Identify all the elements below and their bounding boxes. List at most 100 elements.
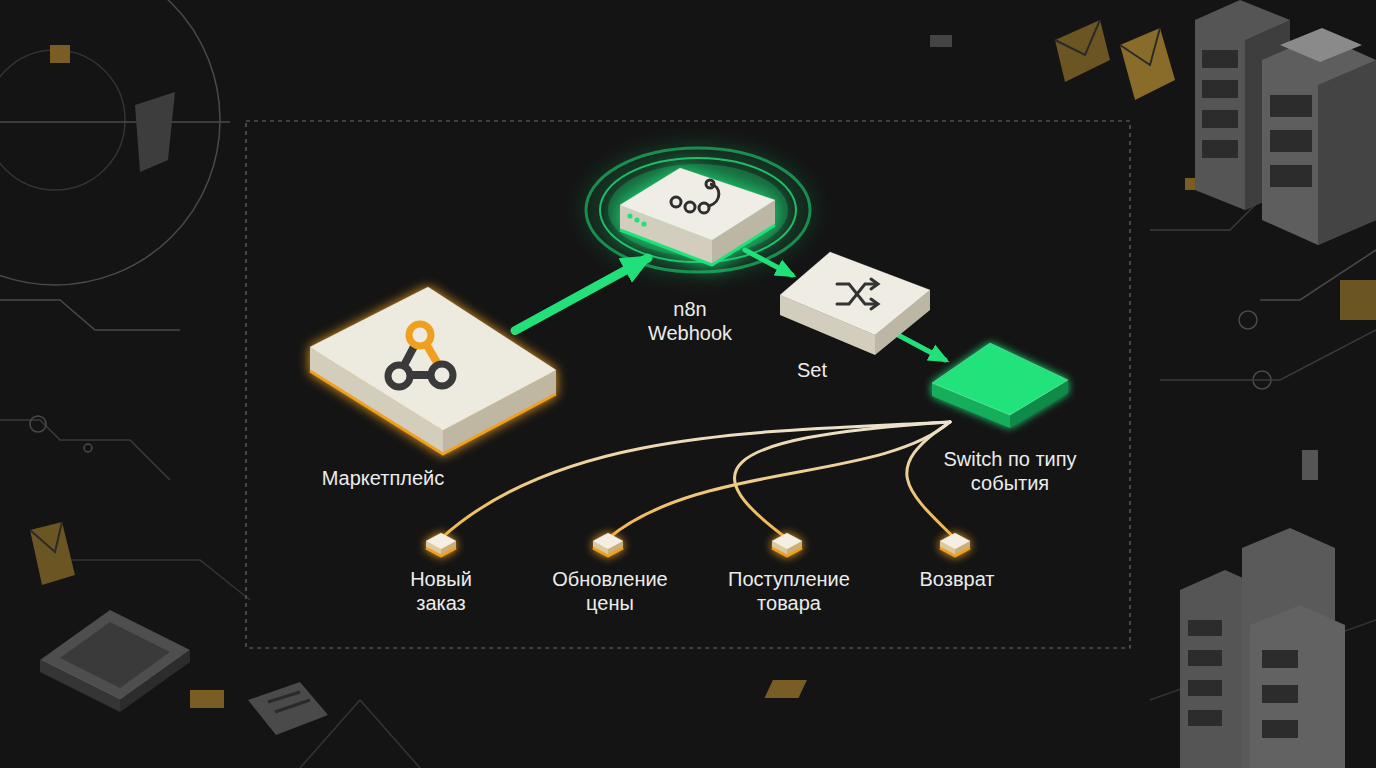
switch-block: Switch по типу события bbox=[928, 340, 1071, 430]
decor-shape bbox=[409, 324, 431, 346]
decor-shape bbox=[1188, 680, 1222, 696]
node-label: Новый заказ bbox=[396, 567, 486, 615]
server-rack bbox=[1195, 0, 1376, 245]
branch-line bbox=[608, 422, 950, 539]
glow-ring bbox=[586, 148, 810, 272]
dashed-frame bbox=[246, 121, 1130, 648]
decor-shape bbox=[1270, 165, 1312, 187]
decor-dot bbox=[1239, 311, 1257, 329]
decor-shape bbox=[30, 522, 62, 552]
decor-shape bbox=[641, 221, 646, 226]
block-top bbox=[310, 287, 556, 430]
decor-shape bbox=[685, 202, 695, 212]
node-label: Возврат bbox=[882, 567, 1032, 591]
node-label: n8n Webhook bbox=[635, 297, 745, 345]
decor-arc bbox=[0, 0, 220, 285]
decor-shape bbox=[1202, 50, 1238, 68]
decor-square bbox=[1302, 450, 1318, 480]
block-shape bbox=[308, 285, 558, 457]
decor-shape bbox=[1262, 685, 1298, 703]
decor-shape bbox=[431, 364, 453, 386]
decor-shape bbox=[837, 284, 877, 304]
decor-shape bbox=[699, 203, 709, 213]
block-shape bbox=[771, 532, 803, 558]
decor-shape bbox=[1262, 650, 1298, 668]
decor-shape bbox=[634, 217, 639, 222]
shuffle-icon bbox=[837, 279, 878, 309]
node-label: Обновление цены bbox=[535, 567, 685, 615]
block-shape bbox=[928, 340, 1071, 430]
block-top bbox=[780, 252, 930, 335]
decor-square bbox=[190, 690, 224, 708]
branch-node: Поступление товара bbox=[771, 532, 803, 558]
block-shape bbox=[425, 532, 457, 558]
decor-shape bbox=[275, 700, 310, 712]
decor-shape bbox=[40, 610, 190, 700]
block-top bbox=[620, 168, 775, 240]
decor-shape bbox=[1188, 710, 1222, 726]
n8n-logo bbox=[671, 180, 719, 213]
decor-square bbox=[930, 35, 952, 47]
node-label: Поступление товара bbox=[714, 567, 864, 615]
decor-shape bbox=[1188, 620, 1222, 636]
node-label: Set bbox=[772, 358, 852, 382]
webhook-block: n8n Webhook bbox=[598, 150, 798, 285]
server-rack bbox=[1180, 528, 1345, 768]
block-top bbox=[426, 533, 456, 549]
decor-shape bbox=[627, 213, 632, 218]
decor-arc bbox=[0, 50, 125, 190]
decor-shape bbox=[248, 682, 328, 735]
decor-shape bbox=[1250, 605, 1345, 768]
decor-line bbox=[1160, 330, 1376, 380]
decor-square bbox=[1340, 280, 1376, 320]
branch-node: Новый заказ bbox=[425, 532, 457, 558]
decor-shape bbox=[586, 148, 810, 272]
decor-square bbox=[765, 680, 807, 698]
node-label: Switch по типу события bbox=[940, 447, 1080, 495]
branch-line bbox=[907, 422, 955, 539]
block-top bbox=[940, 533, 970, 549]
decor-shape bbox=[1055, 20, 1100, 55]
branch-line bbox=[734, 422, 950, 539]
decor-shape bbox=[1055, 20, 1110, 82]
decor-shape bbox=[871, 299, 878, 309]
decor-shape bbox=[1318, 60, 1376, 245]
decor-shape bbox=[671, 197, 681, 207]
decor-shape bbox=[1270, 95, 1312, 117]
envelope-icon bbox=[30, 522, 75, 585]
decor-shape bbox=[1202, 50, 1238, 158]
block-shape bbox=[598, 150, 798, 285]
branch-line bbox=[441, 422, 950, 539]
block-top bbox=[593, 533, 623, 549]
decor-shape bbox=[1188, 620, 1298, 738]
decor-shape bbox=[1262, 35, 1376, 245]
flow-arrow bbox=[898, 335, 945, 360]
decor-shape bbox=[871, 279, 878, 289]
decor-shard bbox=[135, 92, 175, 172]
device-icon bbox=[40, 610, 190, 712]
decor-dot bbox=[84, 444, 92, 452]
decor-shape bbox=[1188, 650, 1222, 666]
decor-shape bbox=[1262, 720, 1298, 738]
decor-shape bbox=[268, 692, 300, 702]
decor-shape bbox=[837, 284, 877, 304]
branch-node: Обновление цены bbox=[592, 532, 624, 558]
decor-shape bbox=[1202, 110, 1238, 128]
decor-dot bbox=[30, 416, 46, 432]
decor-shape bbox=[1202, 140, 1238, 158]
decor-square bbox=[50, 45, 70, 63]
decor-shape bbox=[1120, 28, 1160, 65]
block-top bbox=[772, 533, 802, 549]
webhook-logo bbox=[388, 324, 453, 387]
document-icon bbox=[248, 682, 328, 735]
decor-shape bbox=[1120, 28, 1175, 100]
block-shape bbox=[775, 248, 935, 360]
set-block: Set bbox=[775, 248, 935, 360]
decor-line bbox=[0, 300, 180, 330]
branch-node: Возврат bbox=[939, 532, 971, 558]
decor-shape bbox=[1280, 28, 1362, 62]
flow-arrow bbox=[515, 258, 648, 331]
